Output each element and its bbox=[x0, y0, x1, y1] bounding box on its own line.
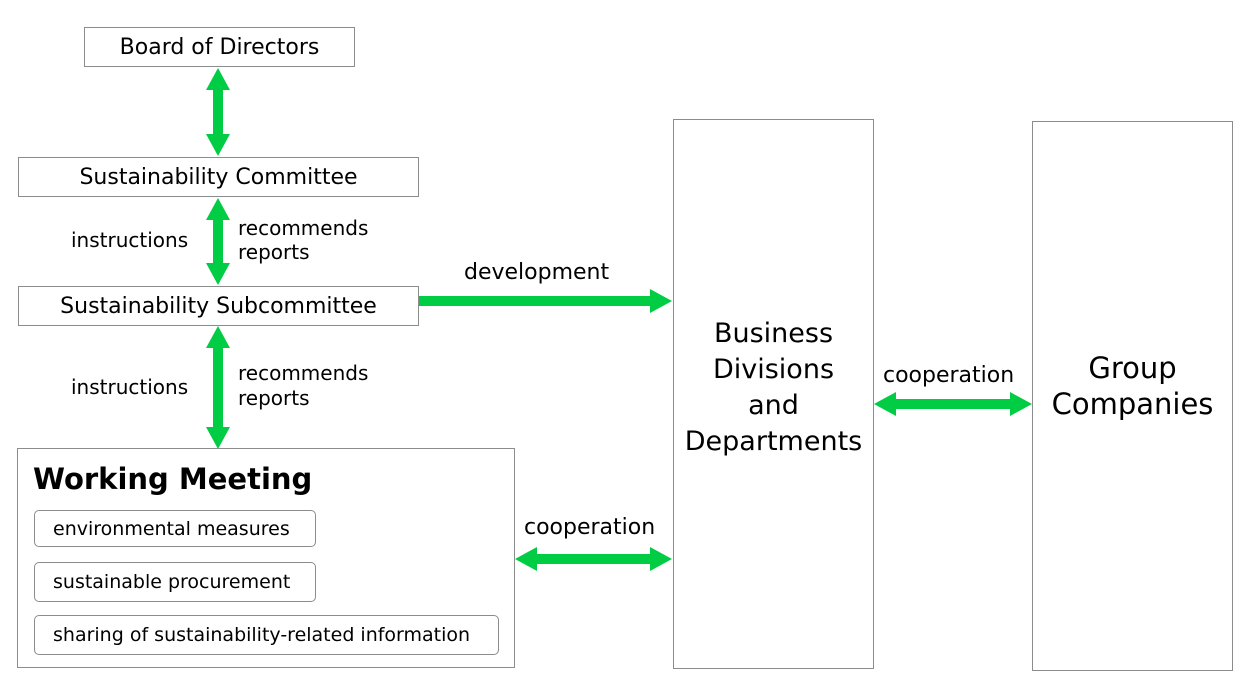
group-line-2: Companies bbox=[1051, 387, 1214, 421]
sustainability-subcommittee-box: Sustainability Subcommittee bbox=[18, 286, 419, 326]
business-divisions-box: Business Divisions and Departments bbox=[673, 119, 874, 669]
cooperation-working-label: cooperation bbox=[524, 515, 656, 540]
business-line-1: Business bbox=[713, 318, 834, 349]
sustainability-committee-label: Sustainability Committee bbox=[79, 164, 358, 190]
committee-recommends-label: recommends bbox=[238, 216, 369, 240]
business-line-3: and bbox=[748, 390, 799, 421]
sustainability-committee-box: Sustainability Committee bbox=[18, 157, 419, 197]
subcommittee-recommends-label: recommends bbox=[238, 361, 369, 385]
subcommittee-instructions-label: instructions bbox=[71, 375, 189, 399]
committee-reports-label: reports bbox=[238, 240, 310, 264]
development-label: development bbox=[464, 260, 610, 285]
working-item-procurement: sustainable procurement bbox=[34, 562, 316, 602]
working-item-environmental: environmental measures bbox=[34, 510, 316, 547]
sustainability-subcommittee-label: Sustainability Subcommittee bbox=[60, 293, 377, 319]
working-item-sharing: sharing of sustainability-related inform… bbox=[34, 615, 499, 655]
arrow-committee-subcommittee bbox=[206, 198, 230, 285]
working-item-sharing-label: sharing of sustainability-related inform… bbox=[53, 624, 471, 646]
arrow-cooperation-group bbox=[874, 392, 1032, 416]
board-of-directors-label: Board of Directors bbox=[119, 34, 320, 60]
board-of-directors-box: Board of Directors bbox=[84, 27, 355, 67]
business-line-2: Divisions bbox=[712, 354, 835, 385]
working-item-procurement-label: sustainable procurement bbox=[53, 571, 291, 593]
subcommittee-reports-label: reports bbox=[238, 386, 310, 410]
business-line-4: Departments bbox=[684, 426, 863, 457]
group-companies-box: Group Companies bbox=[1032, 121, 1233, 671]
cooperation-group-label: cooperation bbox=[883, 363, 1015, 388]
working-item-environmental-label: environmental measures bbox=[53, 517, 290, 540]
working-meeting-title: Working Meeting bbox=[33, 462, 313, 496]
arrow-subcommittee-working bbox=[206, 326, 230, 449]
group-line-1: Group bbox=[1088, 351, 1177, 385]
arrow-development bbox=[419, 289, 672, 313]
arrow-board-committee bbox=[206, 68, 230, 156]
committee-instructions-label: instructions bbox=[71, 228, 189, 252]
arrow-cooperation-working bbox=[515, 547, 672, 571]
working-meeting-box: Working Meeting environmental measures s… bbox=[17, 448, 515, 668]
